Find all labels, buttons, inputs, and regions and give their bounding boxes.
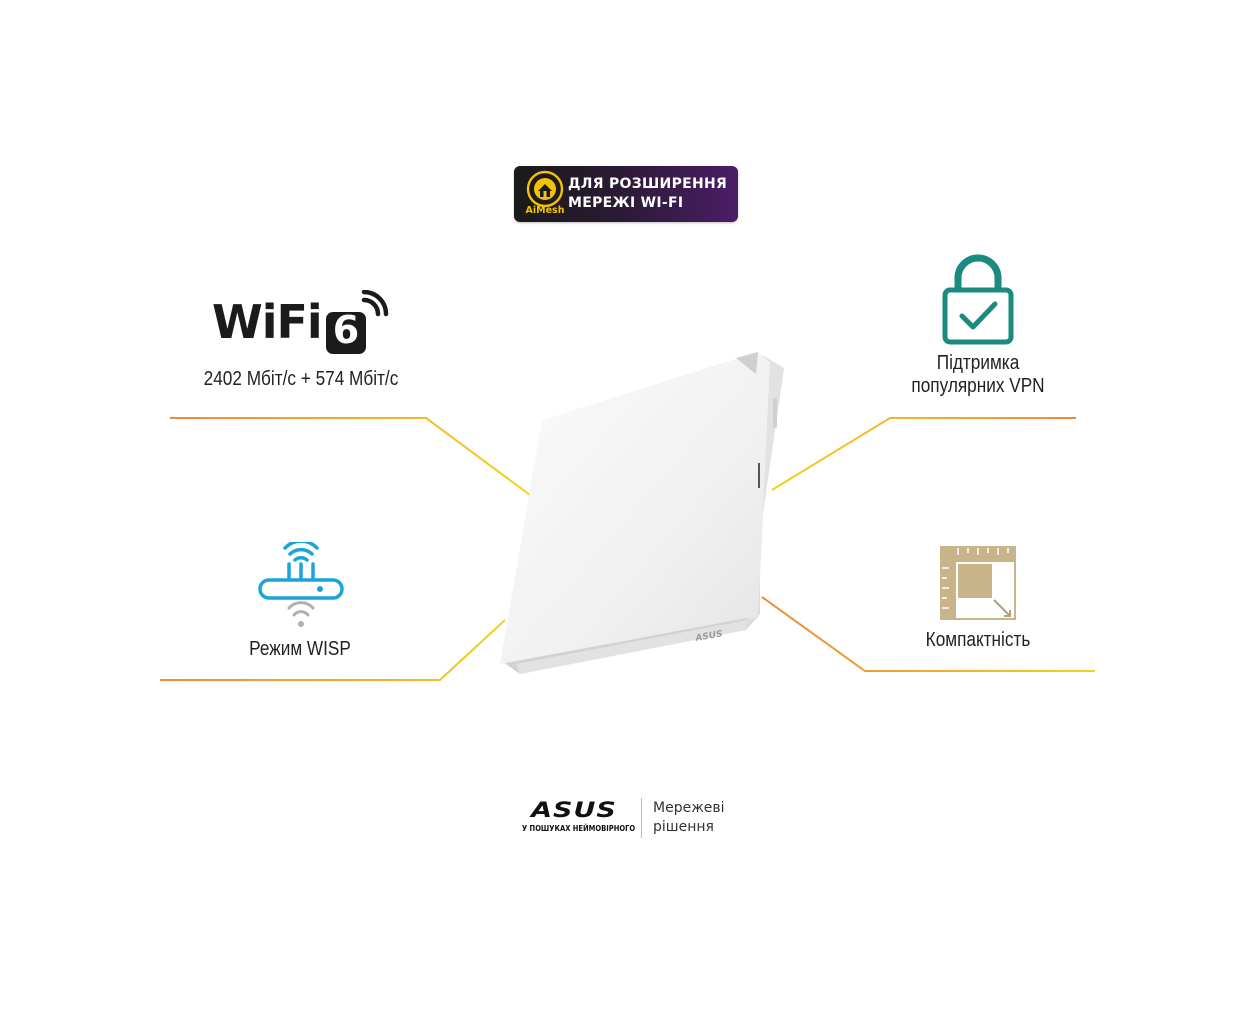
- router-brand-mark: ASUS: [694, 629, 724, 644]
- connector-line-wisp: [160, 619, 506, 681]
- wifi-six-box: [326, 312, 366, 354]
- router-device-image: ASUS: [500, 352, 784, 674]
- wifi-logo-number: 6: [332, 308, 360, 352]
- compact-square-icon: [940, 546, 1016, 620]
- wisp-label: Режим WISP: [249, 638, 351, 660]
- wifi-waves-icon: [361, 290, 389, 317]
- aimesh-badge: AiMesh ДЛЯ РОЗШИРЕННЯ МЕРЕЖІ WI-FI: [514, 166, 738, 222]
- vpn-label-line-2: популярних VPN: [911, 375, 1045, 397]
- footer-subtitle-line-1: Мережеві: [653, 800, 725, 816]
- compact-label: Компактність: [925, 629, 1031, 651]
- vpn-label-line-1: Підтримка: [936, 352, 1020, 374]
- footer-subtitle-line-2: рішення: [653, 819, 714, 835]
- connector-line-compact: [761, 596, 1095, 672]
- wifi-speed-text: 2402 Мбіт/с + 574 Мбіт/с: [203, 368, 399, 390]
- asus-logo: ASUS У ПОШУКАХ НЕЙМОВІРНОГО: [522, 798, 636, 838]
- asus-tagline: У ПОШУКАХ НЕЙМОВІРНОГО: [522, 824, 636, 833]
- asus-logo-word: ASUS: [531, 798, 617, 823]
- aimesh-house-icon: [526, 170, 564, 208]
- footer-subtitle: Мережеві рішення: [653, 799, 763, 837]
- wireless-router-icon: [258, 542, 344, 627]
- badge-line-1: ДЛЯ РОЗШИРЕННЯ: [568, 176, 728, 192]
- wifi6-logo: WiFi 6: [212, 290, 392, 356]
- connector-line-vpn: [771, 417, 1076, 491]
- wifi-logo-word: WiFi: [212, 295, 323, 349]
- connector-line-wifi: [170, 417, 531, 496]
- vpn-label: Підтримка популярних VPN: [894, 352, 1063, 398]
- aimesh-label: AiMesh: [525, 205, 565, 216]
- badge-line-2: МЕРЕЖІ WI-FI: [568, 195, 684, 211]
- padlock-check-icon: [942, 254, 1014, 345]
- footer-divider: [641, 798, 642, 838]
- badge-text: ДЛЯ РОЗШИРЕННЯ МЕРЕЖІ WI-FI: [568, 175, 736, 213]
